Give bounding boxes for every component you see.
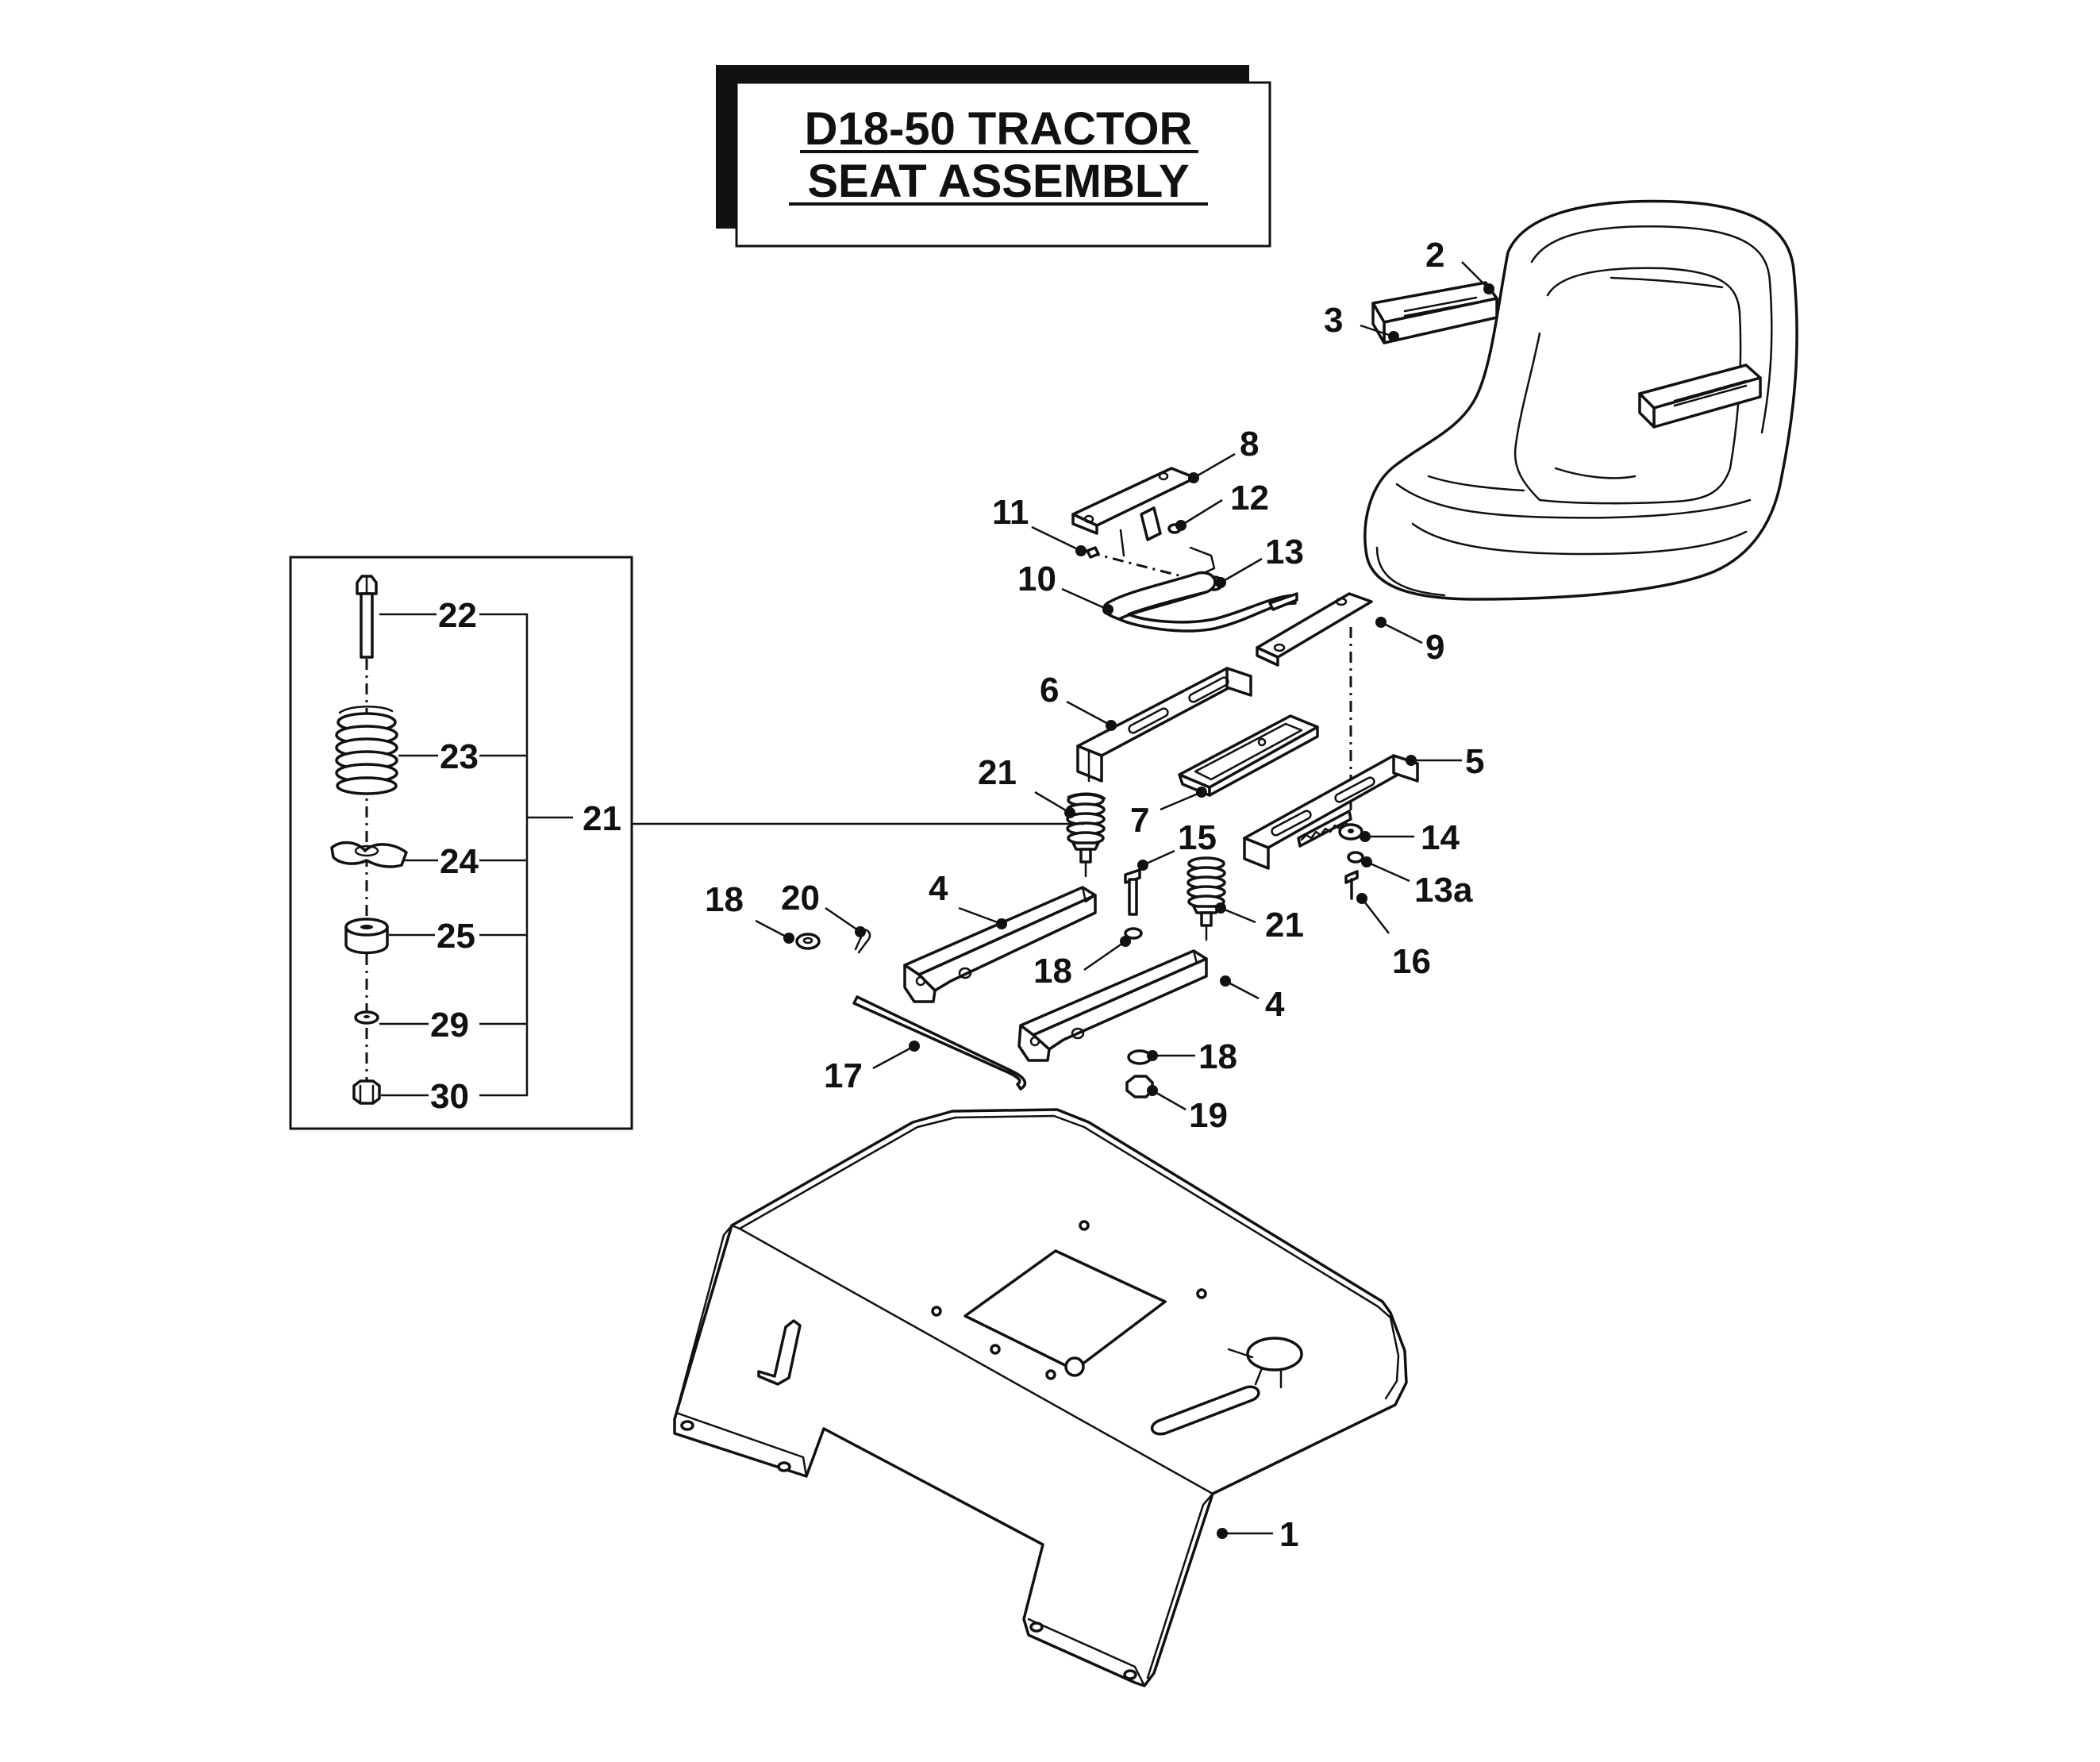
callout-24: 24 (440, 842, 479, 881)
callout-25: 25 (437, 917, 475, 956)
callout-13a: 13a (1414, 871, 1473, 910)
callout-21-lower: 21 (1265, 906, 1304, 944)
callout-29: 29 (430, 1006, 469, 1045)
leader-lines (755, 261, 1494, 1539)
callout-21-upper: 21 (978, 753, 1017, 792)
callout-6: 6 (1040, 671, 1059, 710)
washer-18-nut-19 (1125, 1049, 1154, 1098)
callout-8: 8 (1240, 425, 1259, 464)
callout-19: 19 (1189, 1096, 1228, 1135)
rod (852, 995, 1027, 1091)
callout-10: 10 (1017, 560, 1056, 598)
callout-30: 30 (430, 1077, 469, 1116)
callout-9: 9 (1425, 628, 1444, 667)
callout-12: 12 (1230, 479, 1269, 517)
callout-13: 13 (1265, 533, 1304, 571)
callout-18-middle: 18 (1033, 952, 1072, 991)
spring-assembly-right (1187, 856, 1226, 941)
left-armrest (1371, 281, 1498, 344)
title-line-1: D18-50 TRACTOR (805, 103, 1193, 155)
callout-21-detail: 21 (583, 799, 621, 838)
callout-1: 1 (1279, 1515, 1298, 1554)
callout-4-lower: 4 (1265, 985, 1285, 1024)
right-armrest (1638, 364, 1762, 429)
callout-7: 7 (1130, 801, 1149, 840)
title-box: D18-50 TRACTOR SEAT ASSEMBLY (716, 65, 1271, 248)
callout-22: 22 (438, 596, 477, 635)
callout-18-left: 18 (705, 880, 744, 919)
detail-washer-29 (354, 1010, 379, 1025)
callout-17: 17 (824, 1056, 863, 1095)
hardware-14-13a-16 (1338, 823, 1364, 900)
callout-16: 16 (1392, 942, 1431, 981)
detail-spring-23 (335, 705, 398, 795)
callout-5: 5 (1465, 742, 1484, 781)
detail-nut-30 (352, 1079, 381, 1105)
detail-bolt-22 (356, 575, 378, 659)
callout-20: 20 (781, 879, 820, 918)
callout-3: 3 (1324, 301, 1343, 340)
detail-bushing-25 (344, 918, 389, 955)
detail-box (289, 556, 633, 1130)
mount-bracket-upper (903, 886, 1097, 1003)
fender (673, 1108, 1408, 1687)
callout-labels: 1 2 3 8 11 12 13 10 9 6 5 7 21 15 14 13a… (430, 236, 1484, 1554)
callout-23: 23 (440, 737, 479, 776)
callout-14: 14 (1421, 818, 1460, 857)
seat-bracket (1071, 467, 1216, 578)
spring-assembly-left (1066, 792, 1106, 878)
seat-rail-9 (1256, 592, 1373, 667)
seat-lever (1102, 571, 1298, 633)
detail-clip-24 (330, 841, 408, 868)
tray (1178, 714, 1319, 797)
callout-18-lower: 18 (1198, 1037, 1237, 1076)
callout-11: 11 (992, 493, 1029, 532)
seat-rail-6 (1076, 667, 1252, 783)
callout-2: 2 (1425, 236, 1444, 275)
seat-rail-5 (1243, 754, 1419, 870)
title-line-2: SEAT ASSEMBLY (807, 156, 1189, 207)
mount-bracket-lower (1017, 949, 1208, 1062)
seat (1363, 199, 1798, 601)
bolt-15-washer-18 (1124, 868, 1143, 940)
callout-15: 15 (1178, 818, 1217, 857)
callout-4-upper: 4 (929, 869, 948, 908)
